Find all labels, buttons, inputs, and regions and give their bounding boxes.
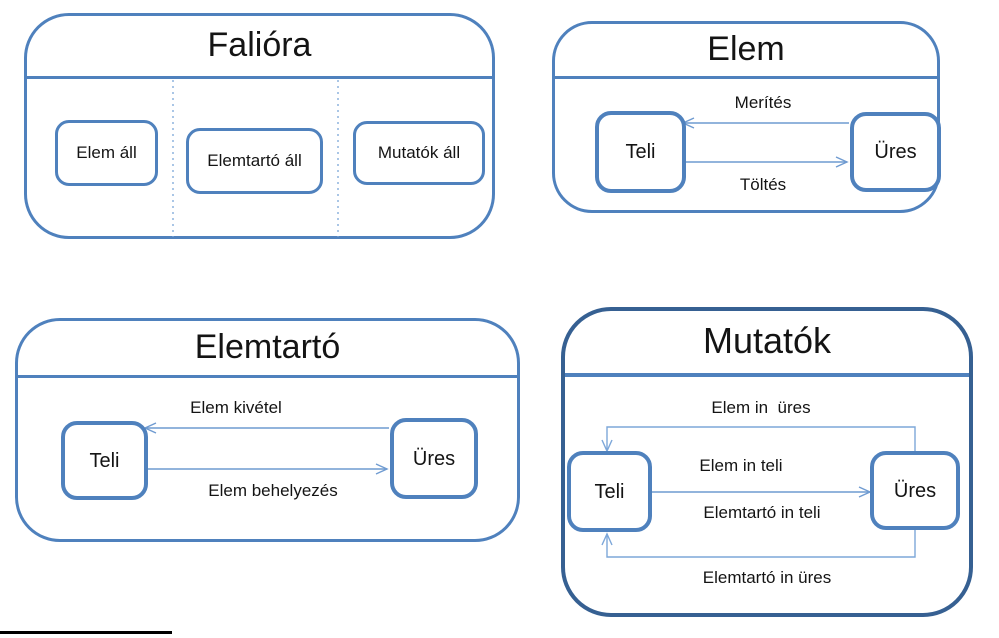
transition-label-elemtarto-in-ures: Elemtartó in üres [702, 568, 832, 587]
state-mutatok-teli: Teli [567, 451, 652, 532]
transition-label-elem-in-ures: Elem in üres [711, 398, 811, 417]
state-elemtarto-ures: Üres [390, 418, 478, 499]
diagram-elem-title: Elem [555, 24, 937, 79]
diagram-elem: Elem Teli Üres Merítés Töltés [552, 21, 941, 213]
diagram-mutatok: Mutatók Teli Üres Elem in üres Elem in t… [561, 307, 973, 617]
diagram-faliora-title: Falióra [27, 16, 492, 79]
footnote-separator-line [0, 631, 172, 634]
state-mutatok-ures: Üres [870, 451, 960, 530]
state-elem-all: Elem áll [55, 120, 158, 186]
diagram-faliora: Falióra Elem áll Elemtartó áll Mutatók á… [24, 13, 495, 239]
diagram-elemtarto: Elemtartó Teli Üres Elem kivétel Elem be… [15, 318, 520, 542]
state-elemtarto-all: Elemtartó áll [186, 128, 323, 194]
transition-label-elem-kivetel: Elem kivétel [190, 398, 282, 417]
transition-label-elem-in-teli: Elem in teli [699, 456, 783, 475]
state-mutatok-all: Mutatók áll [353, 121, 485, 185]
transition-label-toltes: Töltés [739, 175, 787, 194]
transition-label-elemtarto-in-teli: Elemtartó in teli [703, 503, 821, 522]
state-elem-ures: Üres [850, 112, 941, 192]
transition-label-elem-behelyezes: Elem behelyezés [208, 481, 338, 500]
diagram-mutatok-title: Mutatók [565, 311, 969, 377]
state-elem-teli: Teli [595, 111, 686, 193]
transition-label-merites: Merítés [734, 93, 792, 112]
diagram-elemtarto-title: Elemtartó [18, 321, 517, 378]
state-elemtarto-teli: Teli [61, 421, 148, 500]
